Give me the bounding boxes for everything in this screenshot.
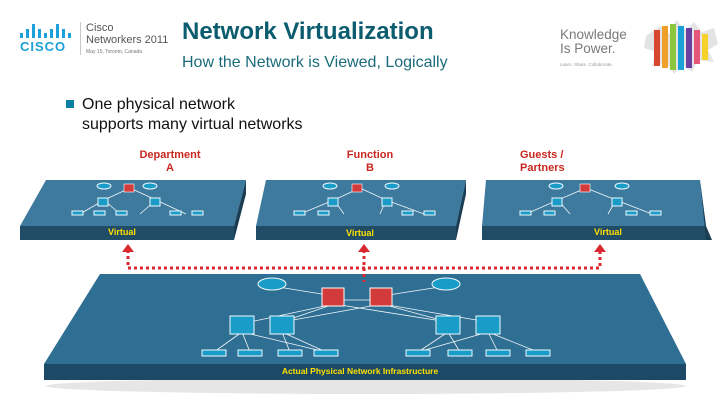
- access-switch-icon: [543, 210, 556, 216]
- access-switch-icon: [191, 210, 204, 216]
- event-date: May 15, Toronto, Canada: [86, 49, 143, 55]
- switch-icon: [611, 197, 623, 207]
- switch-icon: [551, 197, 563, 207]
- virtual-tag-a: Virtual: [108, 227, 136, 237]
- physical-network-label: Actual Physical Network Infrastructure: [281, 366, 439, 376]
- tagline-line-2: Is Power.: [560, 41, 616, 56]
- firewall-icon: [351, 183, 363, 193]
- firewall-icon: [369, 287, 393, 307]
- arrow-up-icon: [594, 244, 606, 252]
- router-icon: [384, 182, 400, 190]
- access-switch-icon: [169, 210, 182, 216]
- firewall-icon: [579, 183, 591, 193]
- label-function-b: Function B: [320, 149, 420, 175]
- cisco-bars-icon: [20, 22, 74, 38]
- router-icon: [322, 182, 338, 190]
- physical-plane: [44, 274, 686, 380]
- arrow-heads: [122, 244, 606, 252]
- switch-icon: [475, 315, 501, 335]
- tagline-line-1: Knowledge: [560, 27, 627, 42]
- bullet-line-1: One physical network: [82, 96, 235, 113]
- label-b-line-1: Function: [346, 149, 394, 161]
- switch-icon: [381, 197, 393, 207]
- access-switch-icon: [293, 210, 306, 216]
- access-switch-icon: [625, 210, 638, 216]
- access-switch-icon: [201, 349, 227, 357]
- cisco-logo: CISCO: [20, 22, 78, 54]
- access-switch-icon: [401, 210, 414, 216]
- label-department-a: Department A: [120, 149, 220, 175]
- access-switch-icon: [525, 349, 551, 357]
- arrow-up-icon: [358, 244, 370, 252]
- access-switch-icon: [71, 210, 84, 216]
- label-c-line-2: Partners: [520, 162, 565, 174]
- virtual-a-devices: [71, 182, 204, 216]
- event-line-1: Cisco: [86, 22, 114, 34]
- virtual-tag-c: Virtual: [594, 227, 622, 237]
- event-info: Cisco Networkers 2011 May 15, Toronto, C…: [80, 22, 186, 55]
- firewall-icon: [123, 183, 135, 193]
- router-icon: [142, 182, 158, 190]
- access-switch-icon: [649, 210, 662, 216]
- access-switch-icon: [519, 210, 532, 216]
- router-icon: [431, 277, 461, 291]
- router-icon: [614, 182, 630, 190]
- label-a-line-2: A: [166, 162, 174, 174]
- access-switch-icon: [237, 349, 263, 357]
- maple-leaf-logo: [644, 20, 718, 74]
- virtual-c-devices: [519, 182, 662, 216]
- access-switch-icon: [313, 349, 339, 357]
- access-switch-icon: [277, 349, 303, 357]
- arrow-up-icon: [122, 244, 134, 252]
- event-line-2: Networkers 2011: [86, 34, 169, 46]
- switch-icon: [97, 197, 109, 207]
- label-c-line-1: Guests /: [520, 149, 564, 161]
- slide-title: Network Virtualization: [182, 18, 434, 45]
- virtual-b-devices: [293, 182, 436, 216]
- router-icon: [548, 182, 564, 190]
- switch-icon: [435, 315, 461, 335]
- label-a-line-1: Department: [139, 149, 201, 161]
- label-b-line-2: B: [366, 162, 374, 174]
- virtual-tag-b: Virtual: [346, 228, 374, 238]
- bullet-point: One physical network supports many virtu…: [82, 95, 362, 135]
- access-switch-icon: [405, 349, 431, 357]
- router-icon: [257, 277, 287, 291]
- access-switch-icon: [485, 349, 511, 357]
- knowledge-tagline: Knowledge Is Power. Learn. Share. Collab…: [560, 28, 627, 72]
- switch-icon: [229, 315, 255, 335]
- switch-icon: [269, 315, 295, 335]
- cisco-wordmark: CISCO: [20, 39, 67, 54]
- physical-plane-shadow: [46, 378, 686, 394]
- switch-icon: [327, 197, 339, 207]
- slide-subtitle: How the Network is Viewed, Logically: [182, 54, 448, 71]
- tagline-small: Learn. Share. Collaborate.: [560, 62, 613, 67]
- router-icon: [96, 182, 112, 190]
- access-switch-icon: [447, 349, 473, 357]
- physical-devices: [201, 277, 551, 357]
- bullet-square-icon: [66, 100, 74, 108]
- bullet-line-2: supports many virtual networks: [82, 116, 303, 133]
- firewall-icon: [321, 287, 345, 307]
- access-switch-icon: [317, 210, 330, 216]
- mapping-arrows: [126, 250, 602, 282]
- label-guests-partners: Guests / Partners: [520, 149, 590, 175]
- access-switch-icon: [93, 210, 106, 216]
- switch-icon: [149, 197, 161, 207]
- access-switch-icon: [115, 210, 128, 216]
- access-switch-icon: [423, 210, 436, 216]
